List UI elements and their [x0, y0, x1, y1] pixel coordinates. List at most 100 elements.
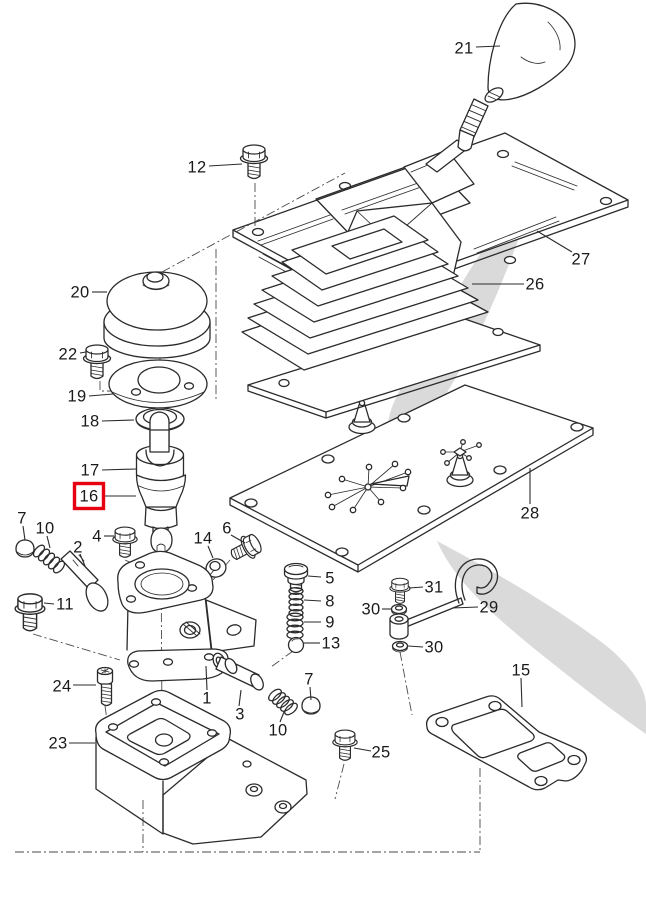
part-drawing-bolt-22	[82, 344, 112, 380]
part-label-23[interactable]: 23	[49, 735, 95, 753]
part-number-text: 26	[526, 276, 545, 294]
part-number-text: 18	[81, 413, 100, 431]
part-label-3[interactable]: 3	[235, 689, 244, 724]
part-number-text: 29	[480, 599, 499, 617]
part-number-text: 7	[304, 671, 313, 689]
part-drawing-bolt-25	[332, 729, 358, 761]
leader-line	[43, 602, 55, 605]
leader-line	[303, 599, 322, 602]
part-number-text: 23	[49, 735, 68, 753]
part-drawing-shaft-3	[215, 656, 264, 691]
part-label-31[interactable]: 31	[408, 579, 443, 597]
part-label-29[interactable]: 29	[451, 599, 499, 617]
leader-line	[207, 545, 214, 559]
part-drawing-knob-21	[457, 2, 576, 152]
part-number-text: 4	[92, 528, 101, 546]
part-label-11[interactable]: 11	[43, 596, 74, 614]
leader-line	[79, 351, 87, 354]
leader-line	[238, 689, 242, 707]
part-drawing-bolt-11	[14, 593, 46, 632]
part-drawing-plug-5	[283, 562, 309, 593]
part-drawing-bolt-31	[389, 577, 411, 604]
part-label-22[interactable]: 22	[59, 346, 87, 364]
part-label-25[interactable]: 25	[353, 744, 391, 762]
part-label-21[interactable]: 21	[455, 40, 501, 58]
part-label-7[interactable]: 7	[17, 510, 26, 541]
part-drawing-spacer-29	[389, 613, 409, 640]
part-drawing-spring-9	[286, 612, 304, 640]
leader-line	[101, 419, 135, 422]
leader-line	[407, 645, 424, 648]
part-label-8[interactable]: 8	[303, 593, 335, 611]
part-label-19[interactable]: 19	[68, 388, 114, 406]
part-label-24[interactable]: 24	[53, 678, 96, 696]
part-label-30[interactable]: 30	[407, 639, 443, 657]
rubber-cone-stopper	[348, 399, 376, 435]
leader-line	[520, 677, 523, 708]
part-label-1[interactable]: 1	[202, 665, 211, 708]
part-drawing-housing-1	[117, 550, 257, 682]
part-number-text: 12	[188, 159, 207, 177]
part-number-text: 5	[325, 570, 334, 588]
part-label-15[interactable]: 15	[512, 662, 531, 708]
part-label-10[interactable]: 10	[269, 711, 288, 740]
part-drawing-gasket-15	[425, 695, 588, 791]
part-number-text: 22	[59, 346, 78, 364]
part-number-text: 15	[512, 662, 531, 680]
part-label-7[interactable]: 7	[304, 671, 313, 701]
part-number-text: 3	[235, 706, 244, 724]
part-label-10[interactable]: 10	[36, 520, 55, 549]
part-label-20[interactable]: 20	[71, 284, 107, 302]
leader-line	[101, 468, 137, 471]
part-label-18[interactable]: 18	[81, 413, 135, 431]
leader-line	[408, 586, 424, 589]
part-number-text: 1	[202, 690, 211, 708]
part-number-text: 9	[325, 614, 334, 632]
part-label-5[interactable]: 5	[307, 570, 335, 588]
part-label-6[interactable]: 6	[222, 520, 246, 544]
part-number-text: 13	[322, 635, 341, 653]
leader-line	[475, 45, 501, 48]
part-number-text: 24	[53, 678, 72, 696]
part-drawing-bolt-12	[239, 144, 269, 180]
leader-line	[208, 163, 243, 167]
part-drawing-joint-16	[135, 474, 187, 559]
part-number-text: 2	[73, 539, 82, 557]
leader-line	[46, 535, 51, 549]
part-drawing-dome-20	[103, 271, 211, 359]
part-number-text: 21	[455, 40, 474, 58]
part-label-14[interactable]: 14	[194, 530, 214, 559]
highlight-box	[72, 481, 106, 511]
part-number-text: 7	[17, 510, 26, 528]
part-number-text: 30	[362, 601, 381, 619]
part-drawing-ball-13	[287, 636, 305, 654]
shift-pattern-star-large	[324, 460, 412, 514]
part-label-2[interactable]: 2	[73, 539, 86, 567]
part-label-17[interactable]: 17	[81, 462, 137, 480]
part-drawing-spring-10-bottom	[268, 688, 298, 716]
part-label-26[interactable]: 26	[472, 276, 544, 294]
part-number-text: 19	[68, 388, 87, 406]
part-drawing-bolt-24	[96, 666, 114, 707]
part-label-9[interactable]: 9	[304, 614, 335, 632]
part-number-text: 11	[56, 596, 74, 614]
part-drawing-joint-17	[135, 411, 185, 485]
part-number-text: 25	[372, 744, 391, 762]
part-label-12[interactable]: 12	[188, 159, 243, 177]
leader-line	[451, 606, 479, 609]
part-number-text: 10	[36, 520, 55, 538]
part-number-text: 10	[269, 722, 288, 740]
part-drawing-plate-19	[108, 359, 208, 409]
shift-pattern-star-small	[440, 439, 482, 466]
part-label-13[interactable]: 13	[304, 635, 340, 653]
part-label-30[interactable]: 30	[362, 601, 391, 619]
leader-line	[22, 525, 26, 541]
part-drawing-spring-8	[288, 586, 304, 618]
part-label-16-highlighted[interactable]: 16	[72, 481, 137, 511]
part-label-27[interactable]: 27	[536, 230, 590, 269]
part-label-4[interactable]: 4	[92, 528, 114, 546]
watermark-swoosh-lower	[437, 541, 646, 734]
part-label-28[interactable]: 28	[521, 468, 540, 523]
